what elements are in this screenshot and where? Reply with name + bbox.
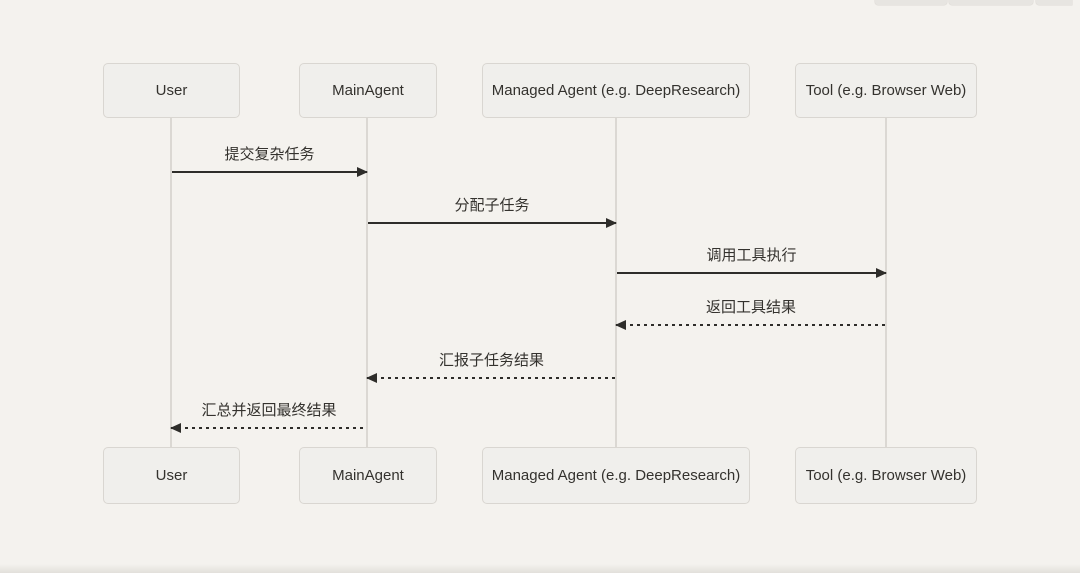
actor-box-main-agent-top: MainAgent bbox=[299, 63, 437, 118]
message-line-dashed bbox=[171, 427, 367, 429]
message-label: 分配子任务 bbox=[454, 197, 530, 214]
toolbar-button-fragment-1[interactable] bbox=[875, 0, 947, 5]
lifeline-user bbox=[170, 117, 172, 447]
message-label: 返回工具结果 bbox=[705, 299, 796, 316]
actor-box-main-agent-bottom: MainAgent bbox=[299, 447, 437, 504]
message-return-tool-result: 返回工具结果 bbox=[615, 288, 886, 330]
arrowhead-right-icon bbox=[606, 218, 617, 228]
actor-box-tool-bottom: Tool (e.g. Browser Web) bbox=[795, 447, 977, 504]
message-line-dashed bbox=[616, 324, 886, 326]
toolbar-button-fragment-3[interactable] bbox=[1036, 0, 1072, 5]
lifeline-main-agent bbox=[366, 117, 368, 447]
message-submit-complex-task: 提交复杂任务 bbox=[172, 135, 368, 177]
actor-box-user-top: User bbox=[103, 63, 240, 118]
arrowhead-right-icon bbox=[876, 268, 887, 278]
message-invoke-tool: 调用工具执行 bbox=[617, 236, 887, 278]
message-line-solid bbox=[172, 171, 367, 173]
message-label: 汇报子任务结果 bbox=[438, 352, 544, 369]
arrowhead-right-icon bbox=[357, 167, 368, 177]
actor-label: Managed Agent (e.g. DeepResearch) bbox=[491, 467, 741, 484]
actor-label: MainAgent bbox=[332, 82, 404, 99]
actor-label: Tool (e.g. Browser Web) bbox=[805, 467, 967, 484]
message-line-solid bbox=[368, 222, 616, 224]
actor-label: MainAgent bbox=[332, 467, 404, 484]
window-bottom-shadow bbox=[0, 564, 1080, 573]
actor-label: User bbox=[155, 467, 188, 484]
actor-label: User bbox=[155, 82, 188, 99]
message-line-solid bbox=[617, 272, 886, 274]
message-label: 调用工具执行 bbox=[706, 247, 797, 264]
actor-box-managed-agent-top: Managed Agent (e.g. DeepResearch) bbox=[482, 63, 750, 118]
lifeline-managed-agent bbox=[615, 117, 617, 447]
message-aggregate-final-result: 汇总并返回最终结果 bbox=[170, 391, 367, 433]
actor-label: Managed Agent (e.g. DeepResearch) bbox=[491, 82, 741, 99]
message-assign-subtask: 分配子任务 bbox=[368, 186, 617, 228]
message-label: 汇总并返回最终结果 bbox=[201, 402, 337, 419]
message-report-subtask-result: 汇报子任务结果 bbox=[366, 341, 616, 383]
toolbar-button-fragment-2[interactable] bbox=[949, 0, 1033, 5]
arrowhead-left-icon bbox=[615, 320, 626, 330]
arrowhead-left-icon bbox=[366, 373, 377, 383]
message-line-dashed bbox=[367, 377, 616, 379]
actor-box-tool-top: Tool (e.g. Browser Web) bbox=[795, 63, 977, 118]
actor-label: Tool (e.g. Browser Web) bbox=[805, 82, 967, 99]
actor-box-user-bottom: User bbox=[103, 447, 240, 504]
lifeline-tool bbox=[885, 117, 887, 447]
message-label: 提交复杂任务 bbox=[224, 146, 315, 163]
arrowhead-left-icon bbox=[170, 423, 181, 433]
actor-box-managed-agent-bottom: Managed Agent (e.g. DeepResearch) bbox=[482, 447, 750, 504]
